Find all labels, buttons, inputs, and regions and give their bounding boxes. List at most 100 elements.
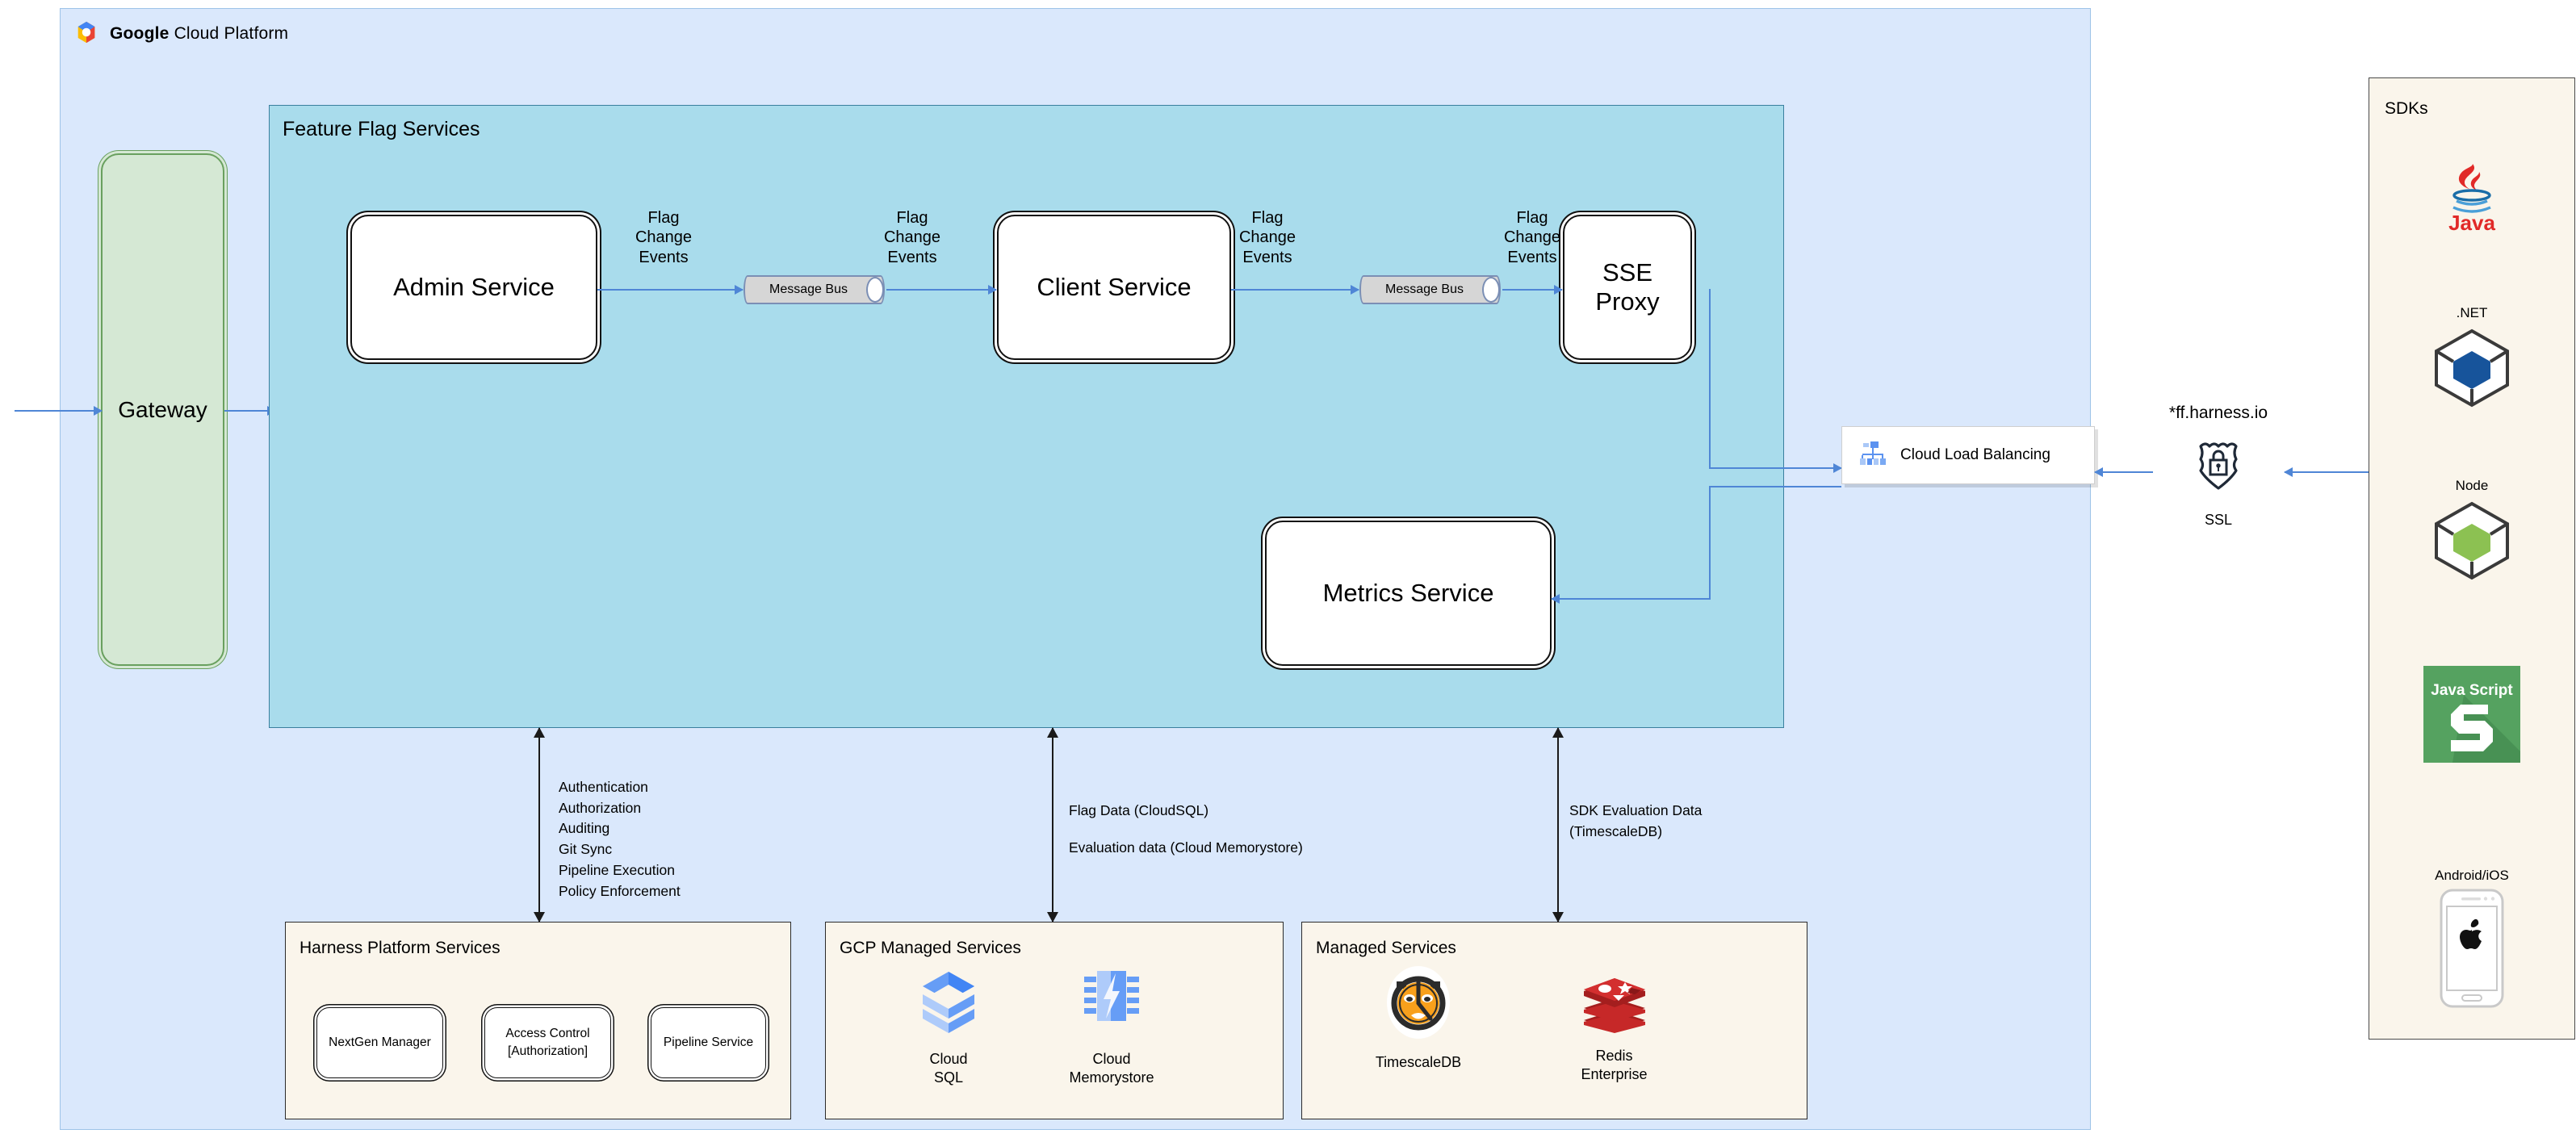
annot-line: (TimescaleDB): [1569, 822, 1663, 839]
lb-to-metrics-vertical: [1709, 486, 1711, 599]
annot-line: Git Sync: [559, 841, 613, 858]
gcp-brand-bold: Google: [110, 24, 170, 43]
flow-label-4: Flag Change Events: [1503, 209, 1561, 266]
annot-line: Flag Data (CloudSQL): [1069, 802, 1209, 818]
sse-to-lb-vertical: [1709, 289, 1711, 468]
platform-services-connector: [534, 727, 545, 923]
sse-proxy-label: SSE Proxy: [1595, 258, 1660, 316]
annot-line: Evaluation data (Cloud Memorystore): [1069, 839, 1303, 856]
client-service-box[interactable]: Client Service: [997, 215, 1231, 360]
gcp-services-connector: [1047, 727, 1058, 923]
lb-to-metrics-bottom: [1551, 594, 1711, 604]
sdks-title: SDKs: [2385, 99, 2428, 118]
annot-line: Policy Enforcement: [559, 882, 681, 899]
annot-line: SDK Evaluation Data: [1569, 802, 1703, 818]
client-to-bus-arrow: [1231, 285, 1359, 295]
redis-stack-icon: [1581, 972, 1648, 1040]
flow-label-2: Flag Change Events: [883, 209, 941, 266]
annot-line: Authentication: [559, 779, 648, 795]
metrics-service-box[interactable]: Metrics Service: [1265, 521, 1552, 666]
cloud-sql-caption: Cloud SQL: [929, 1051, 968, 1086]
timescaledb-tiger-icon: [1380, 965, 1456, 1047]
admin-service-box[interactable]: Admin Service: [350, 215, 597, 360]
sdk-to-ssl-arrow: [2284, 467, 2369, 477]
mobile-apple-icon: [2440, 889, 2504, 1012]
nextgen-manager-label: NextGen Manager: [329, 1035, 431, 1049]
inbound-arrow: [15, 406, 103, 416]
shield-lock-icon: [2154, 436, 2283, 494]
java-icon: Java: [2437, 159, 2507, 237]
ssl-caption: SSL: [2204, 512, 2233, 528]
nextgen-manager-box[interactable]: NextGen Manager: [316, 1007, 443, 1078]
message-bus-1-label: Message Bus: [769, 282, 848, 296]
ssl-domain-label: *ff.harness.io: [2168, 404, 2268, 422]
dotnet-cube-icon: [2430, 326, 2514, 414]
gcp-brand-rest: Cloud Platform: [169, 24, 289, 43]
managed-services-connector: [1552, 727, 1564, 923]
message-bus-2-label: Message Bus: [1385, 282, 1464, 296]
gcp-header: Google Cloud Platform: [74, 19, 413, 48]
annot-line: Auditing: [559, 820, 610, 837]
message-bus-1[interactable]: Message Bus: [743, 275, 885, 304]
gateway-label: Gateway: [118, 396, 207, 422]
svg-text:Java Script: Java Script: [2431, 682, 2513, 699]
node-caption: Node: [2455, 478, 2489, 493]
harness-platform-services-title: Harness Platform Services: [299, 939, 501, 957]
sdk-item-java[interactable]: Java: [2369, 159, 2575, 237]
redis-enterprise-caption: Redis Enterprise: [1581, 1048, 1648, 1083]
cloud-sql-icon: [918, 967, 979, 1044]
sse-proxy-box[interactable]: SSE Proxy: [1563, 215, 1692, 360]
bus-to-client-arrow: [886, 285, 997, 295]
timescaledb-caption: TimescaleDB: [1375, 1054, 1462, 1070]
feature-flag-services-title: Feature Flag Services: [283, 118, 480, 140]
metrics-service-label: Metrics Service: [1322, 579, 1494, 608]
client-service-label: Client Service: [1037, 273, 1192, 302]
cloud-memorystore-icon: [1079, 967, 1144, 1044]
svg-text:Java: Java: [2448, 211, 2495, 233]
javascript-icon: Java Script: [2423, 666, 2520, 767]
data-annotation: Flag Data (CloudSQL) Evaluation data (Cl…: [1069, 801, 1408, 858]
sdk-item-dotnet[interactable]: .NET: [2369, 305, 2575, 414]
cloud-load-balancing-label: Cloud Load Balancing: [1900, 446, 2050, 463]
google-cloud-hexagon-icon: [74, 20, 98, 48]
redis-enterprise-item[interactable]: Redis Enterprise: [1544, 972, 1685, 1085]
cloud-load-balancing-box[interactable]: Cloud Load Balancing: [1841, 426, 2095, 484]
mobile-caption: Android/iOS: [2435, 868, 2509, 883]
gateway-box[interactable]: Gateway: [101, 153, 224, 666]
dotnet-caption: .NET: [2456, 305, 2488, 320]
bus-to-sse-arrow: [1502, 285, 1563, 295]
sdk-data-annotation: SDK Evaluation Data (TimescaleDB): [1569, 801, 1779, 842]
annot-line: Pipeline Execution: [559, 861, 675, 878]
access-control-box[interactable]: Access Control [Authorization]: [484, 1007, 611, 1078]
sdk-item-mobile[interactable]: Android/iOS: [2369, 868, 2575, 1012]
feature-flag-services-panel: [269, 105, 1784, 728]
cloud-sql-item[interactable]: Cloud SQL: [888, 967, 1009, 1088]
gcp-managed-services-title: GCP Managed Services: [840, 939, 1021, 957]
cloud-load-balancing-icon: [1858, 439, 1887, 472]
gateway-to-services-arrow: [224, 406, 276, 416]
sdk-item-javascript[interactable]: Java Script: [2369, 666, 2575, 767]
platform-annotation: Authentication Authorization Auditing Gi…: [559, 777, 801, 902]
message-bus-2[interactable]: Message Bus: [1359, 275, 1501, 304]
cloud-memorystore-item[interactable]: Cloud Memorystore: [1035, 967, 1188, 1088]
annot-line: Authorization: [559, 799, 642, 816]
timescaledb-item[interactable]: TimescaleDB: [1342, 965, 1495, 1072]
annot-spacer: [1069, 822, 1408, 838]
flow-label-3: Flag Change Events: [1238, 209, 1296, 266]
managed-services-title: Managed Services: [1316, 939, 1456, 957]
lb-to-metrics-top: [1709, 486, 1841, 487]
sdk-item-node[interactable]: Node: [2369, 478, 2575, 587]
admin-service-label: Admin Service: [393, 273, 555, 302]
cloud-memorystore-caption: Cloud Memorystore: [1069, 1051, 1154, 1086]
gcp-managed-services-panel: [825, 922, 1284, 1119]
flow-label-1: Flag Change Events: [635, 209, 693, 266]
gcp-title: Google Cloud Platform: [110, 24, 288, 44]
node-cube-icon: [2430, 499, 2514, 587]
pipeline-service-label: Pipeline Service: [663, 1035, 754, 1049]
access-control-label: Access Control [Authorization]: [505, 1026, 590, 1058]
admin-to-bus-arrow: [597, 285, 743, 295]
pipeline-service-box[interactable]: Pipeline Service: [651, 1007, 766, 1078]
managed-services-panel: [1301, 922, 1807, 1119]
ssl-to-lb-arrow: [2094, 467, 2153, 477]
